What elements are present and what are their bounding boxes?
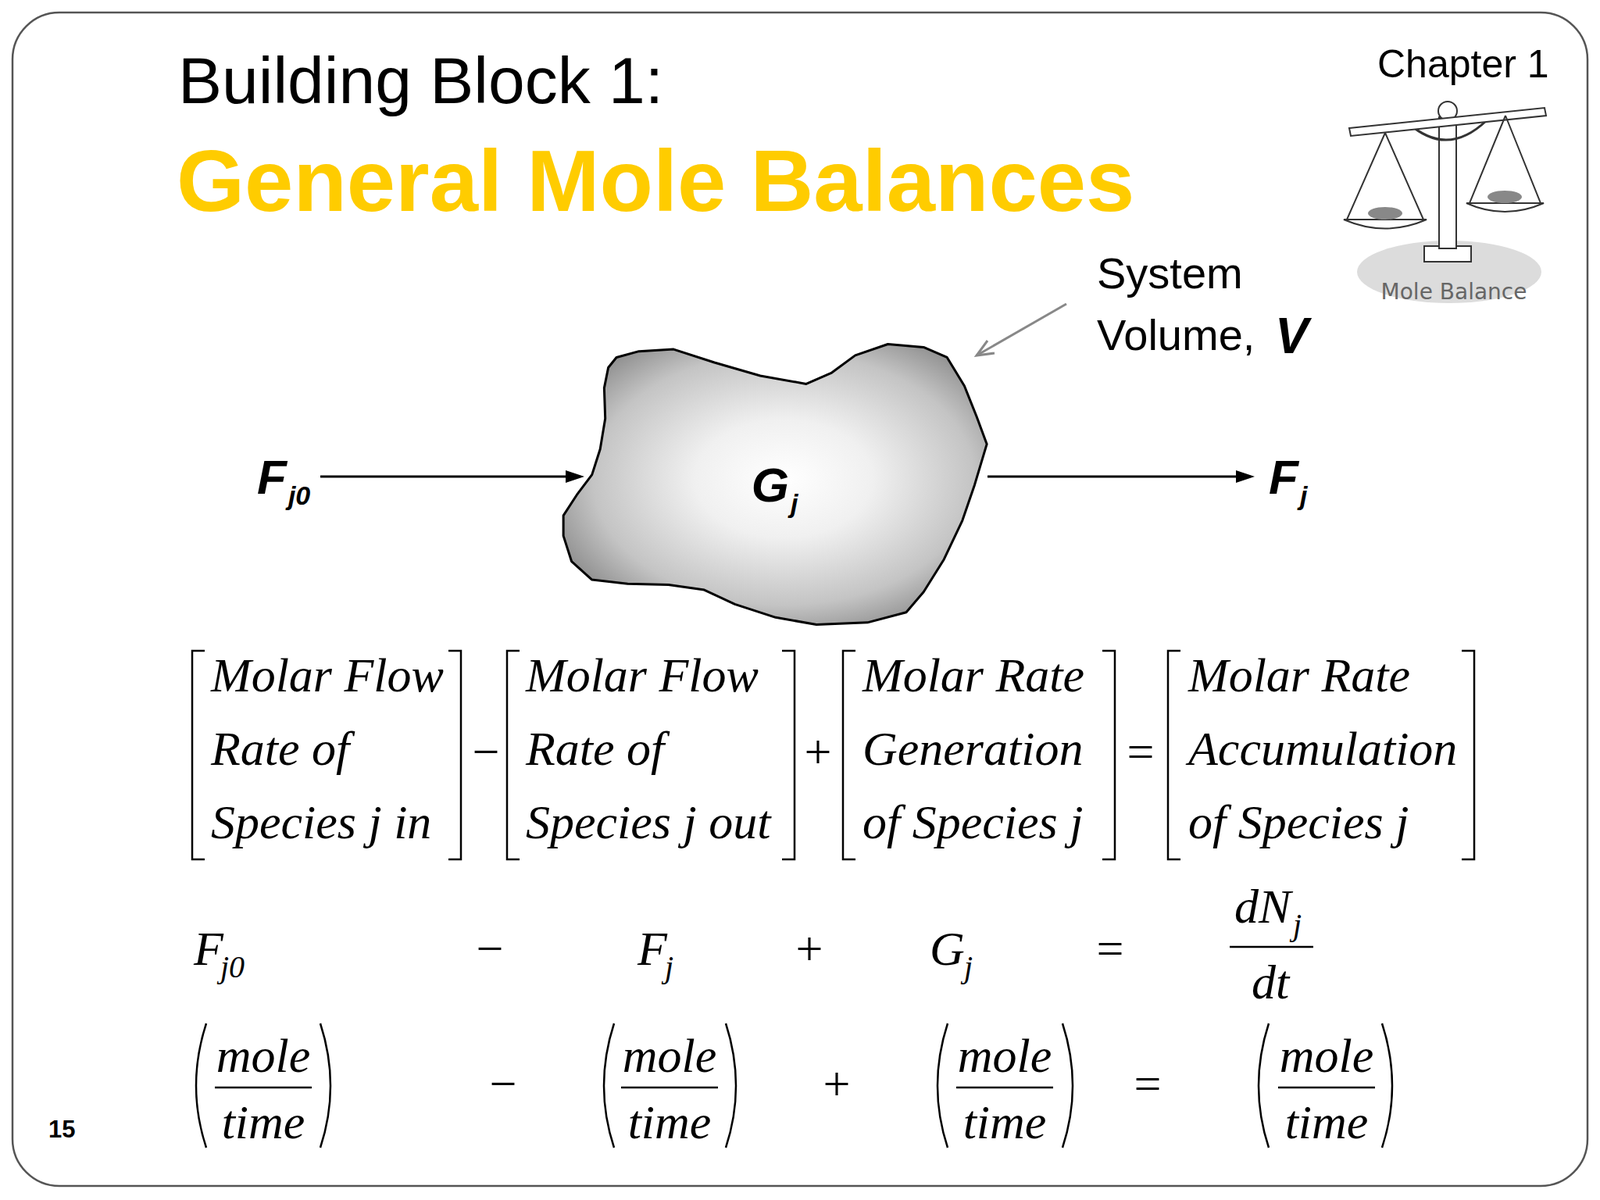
parentheses: [196, 1023, 1393, 1148]
logo-caption: Mole Balance: [1370, 278, 1538, 305]
fraction-bar: [1229, 946, 1314, 949]
unit-text: mole: [1248, 1028, 1405, 1084]
page-number: 15: [48, 1115, 75, 1144]
equation-symbol: F: [193, 921, 224, 977]
operator: =: [1086, 921, 1134, 977]
bracket-term: Molar Flow Rate of Species j out: [525, 638, 784, 859]
logo-mole: [1487, 190, 1522, 204]
unit-text: time: [926, 1094, 1083, 1150]
operator: −: [466, 921, 514, 977]
operator: −: [479, 1056, 527, 1112]
fraction-bar: [621, 1086, 718, 1090]
arrowhead: [565, 470, 585, 483]
subscript: j: [1292, 906, 1302, 943]
logo-pan: [1343, 219, 1427, 229]
node-text: Fj0: [257, 449, 311, 505]
unit-text: mole: [591, 1028, 748, 1084]
fraction-bar: [1278, 1086, 1375, 1090]
flow-symbol: F: [1268, 450, 1299, 504]
equation-symbol: dt: [1251, 954, 1290, 1011]
fraction-bar: [214, 1086, 312, 1090]
operator: +: [813, 1056, 861, 1112]
equation-symbol: dN: [1234, 878, 1291, 935]
operator: +: [785, 921, 833, 977]
mole-balance-logo: [1343, 101, 1547, 304]
flow-symbol: G: [751, 457, 790, 512]
subscript: j0: [288, 480, 311, 511]
slide-heading: General Mole Balances: [176, 130, 1135, 232]
fraction-bar: [956, 1086, 1054, 1090]
logo-pan: [1466, 203, 1544, 212]
subscript: j: [964, 948, 973, 986]
logo-column: [1439, 117, 1457, 249]
flow-in-node: Fj0: [251, 445, 321, 508]
heading-line: Building Block 1:: [178, 42, 664, 119]
logo-beam: [1349, 107, 1547, 136]
flow-arrow: [987, 470, 1255, 483]
volume-symbol: V: [1275, 307, 1309, 365]
operator: =: [1117, 724, 1165, 780]
slide-border: [12, 12, 1588, 1186]
bracket-term: Molar Rate Generation of Species j: [862, 638, 1109, 859]
unit-text: time: [591, 1094, 748, 1150]
unit-text: mole: [926, 1028, 1083, 1084]
operator: +: [794, 724, 842, 780]
subscript: j: [790, 488, 798, 518]
unit-fraction-bars: [214, 1086, 1375, 1090]
system-volume: Gj: [556, 339, 993, 630]
bracket-term: Molar Flow Rate of Species j in: [210, 638, 469, 859]
equation-symbol: G: [929, 921, 965, 977]
subscript: j: [664, 948, 674, 986]
subscript: j0: [220, 948, 245, 986]
connector-line: [987, 475, 1240, 479]
blob-shape: [563, 344, 987, 625]
flow-symbol: F: [257, 450, 287, 504]
node-text: Gj: [751, 457, 799, 513]
logo-mole: [1367, 207, 1403, 220]
unit-text: time: [185, 1094, 342, 1150]
flow-out-node: Fj: [1254, 445, 1324, 508]
arrowhead: [1235, 470, 1255, 483]
connector-line: [320, 475, 569, 479]
operator: =: [1124, 1056, 1172, 1112]
leader-arrowhead: [976, 340, 995, 356]
unit-text: mole: [185, 1028, 342, 1084]
subscript: j: [1300, 480, 1308, 511]
callout-label: System Volume,: [1096, 242, 1285, 366]
chapter-label: Chapter 1: [1377, 41, 1550, 87]
operator: −: [462, 724, 510, 780]
bracket-term: Molar Rate Accumulation of Species j: [1188, 638, 1486, 859]
equation-symbol: F: [637, 921, 668, 977]
flow-arrow: [320, 470, 585, 483]
unit-text: time: [1248, 1094, 1405, 1150]
node-text: Fj: [1268, 449, 1308, 505]
leader-line: [976, 303, 1067, 356]
